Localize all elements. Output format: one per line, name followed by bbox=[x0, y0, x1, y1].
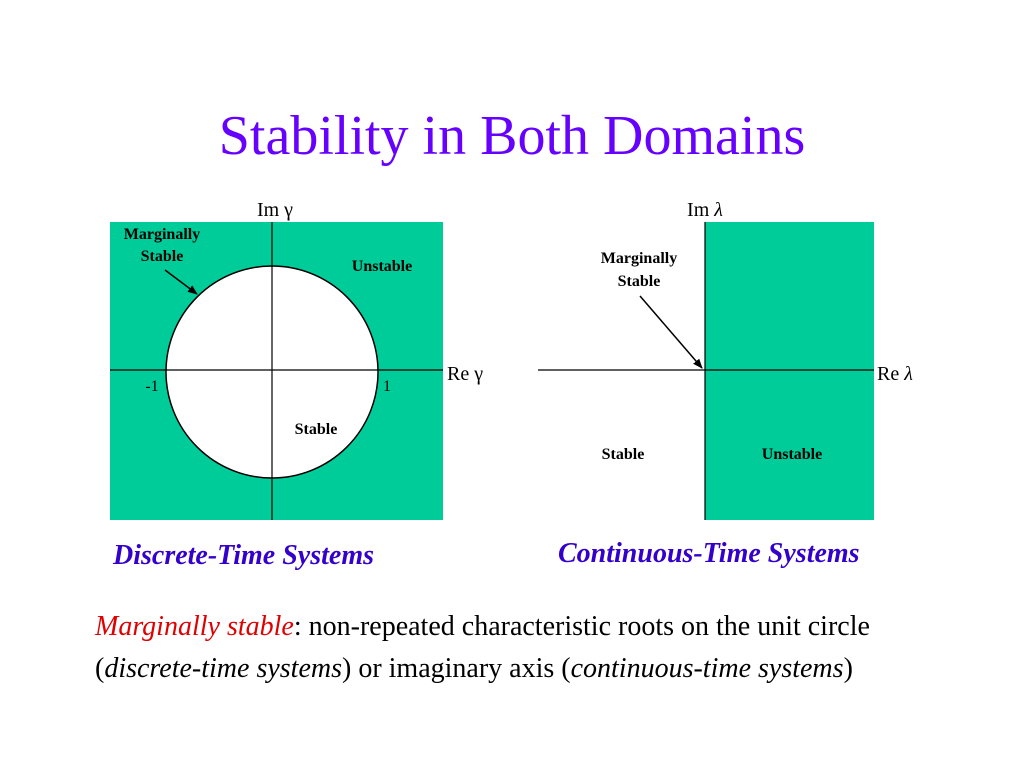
footnote-text-3: ) bbox=[843, 653, 853, 684]
continuous-stable-label: Stable bbox=[602, 446, 645, 463]
discrete-stable-label: Stable bbox=[295, 421, 338, 438]
continuous-marginal-label-1: Marginally bbox=[601, 250, 677, 267]
discrete-im-axis-label: Im γ bbox=[257, 199, 293, 221]
continuous-unstable-region bbox=[705, 222, 874, 520]
footnote-term: Marginally stable bbox=[95, 611, 294, 642]
footnote: Marginally stable: non-repeated characte… bbox=[95, 606, 975, 690]
continuous-panel: Im λ Re λ Marginally Stable Stable Unsta… bbox=[538, 199, 913, 520]
slide-title: Stability in Both Domains bbox=[218, 105, 806, 167]
discrete-marginal-label-2: Stable bbox=[141, 248, 184, 265]
footnote-italic-2: continuous-time systems bbox=[570, 653, 844, 684]
discrete-tick-minus-one: -1 bbox=[145, 378, 158, 395]
discrete-tick-one: 1 bbox=[383, 378, 391, 395]
footnote-text-2: ) or imaginary axis ( bbox=[342, 653, 571, 684]
discrete-re-axis-label: Re γ bbox=[447, 363, 483, 385]
continuous-marginal-label-2: Stable bbox=[618, 273, 661, 290]
continuous-re-axis-label: Re λ bbox=[877, 363, 913, 385]
discrete-panel: Im γ Re γ -1 1 Marginally Stable Unstabl… bbox=[110, 199, 483, 520]
continuous-unstable-label: Unstable bbox=[762, 446, 822, 463]
continuous-marginal-arrow bbox=[639, 295, 703, 369]
continuous-im-axis-label: Im λ bbox=[687, 199, 723, 221]
continuous-caption: Continuous-Time Systems bbox=[558, 538, 860, 569]
discrete-unstable-label: Unstable bbox=[352, 258, 412, 275]
discrete-marginal-arrow bbox=[164, 269, 198, 295]
footnote-italic-1: discrete-time systems bbox=[104, 653, 342, 684]
footnote-text-1: : non-repeated characteristic roots on t… bbox=[95, 611, 870, 684]
discrete-caption: Discrete-Time Systems bbox=[113, 540, 375, 571]
discrete-marginal-label-1: Marginally bbox=[124, 226, 200, 243]
